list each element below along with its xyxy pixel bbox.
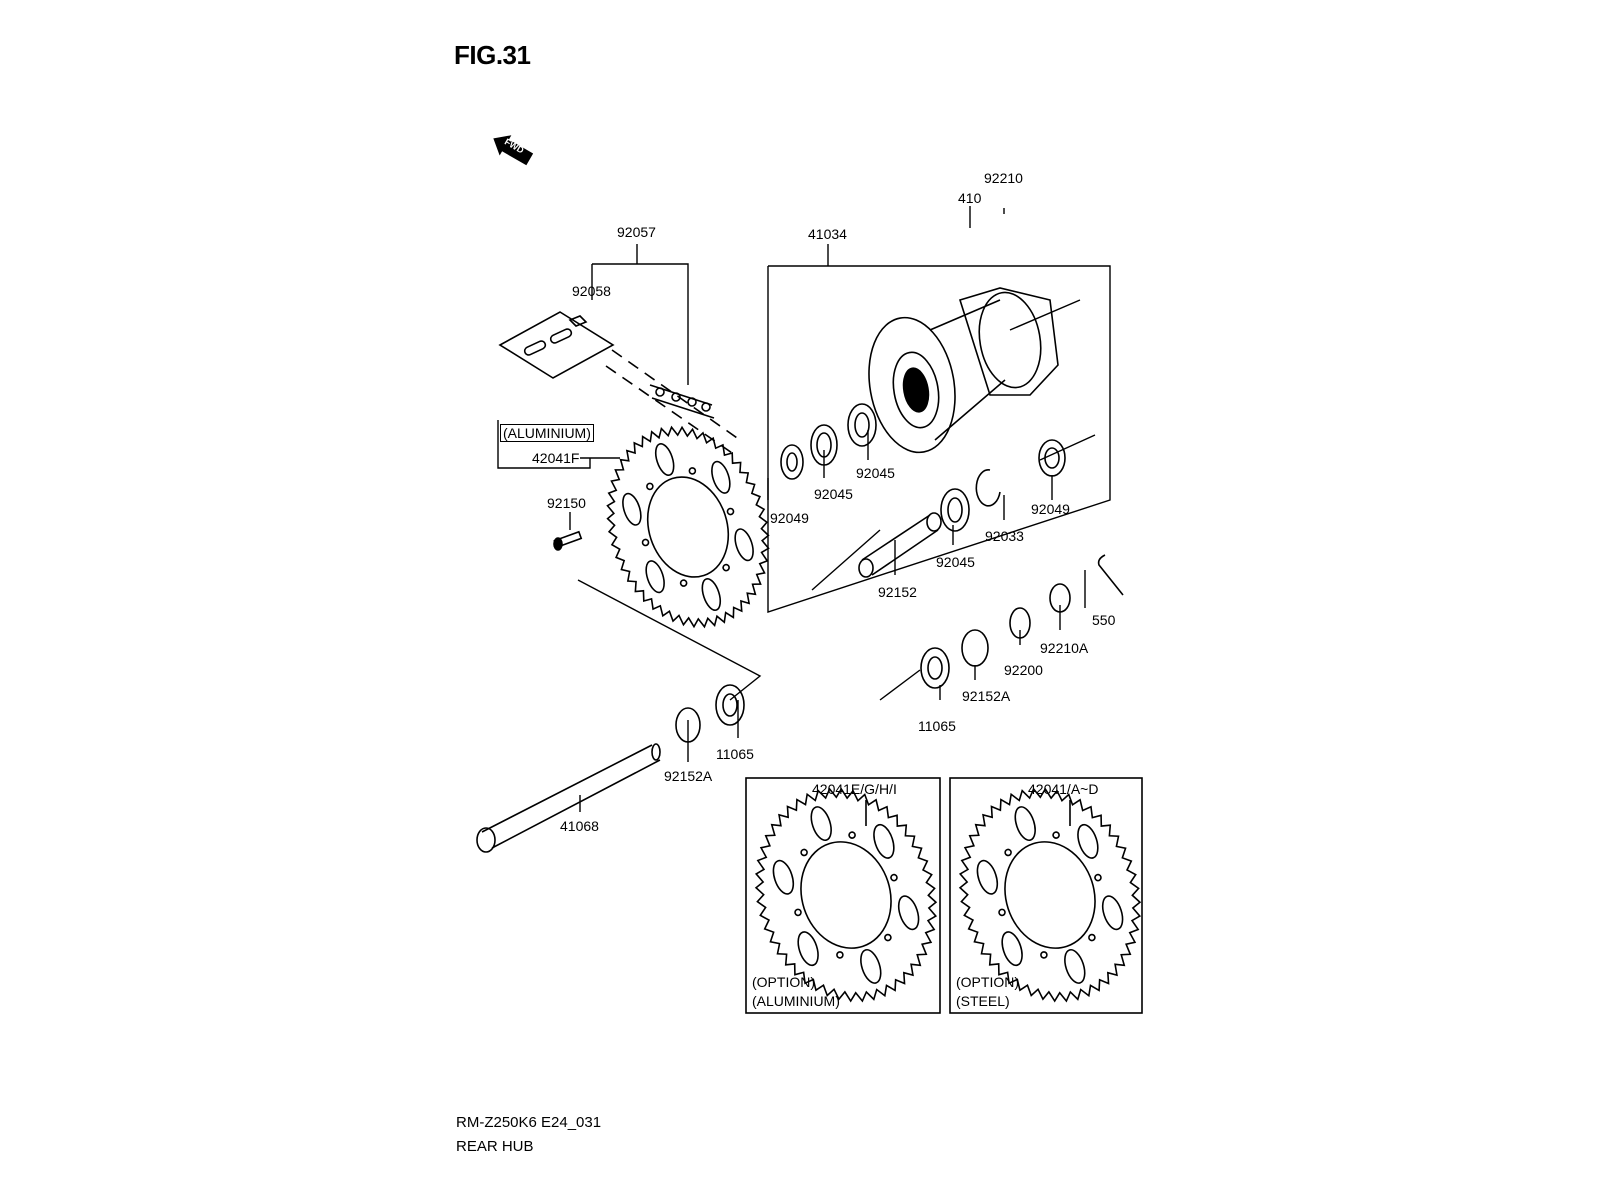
option-part-steel[interactable]: 42041/A~D: [1028, 781, 1099, 797]
part-label-92045-a[interactable]: 92045: [814, 486, 853, 502]
fwd-arrow-icon: [493, 135, 534, 166]
part-label-410[interactable]: 410: [958, 190, 982, 206]
part-label-92045-c[interactable]: 92045: [936, 554, 975, 570]
option-part-aluminium[interactable]: 42041E/G/H/I: [812, 781, 897, 797]
option-note-line2: (STEEL): [956, 993, 1010, 1009]
part-label-92210A[interactable]: 92210A: [1040, 640, 1089, 656]
aluminium-note: (ALUMINIUM): [500, 424, 594, 442]
option-box-aluminium: [745, 777, 941, 1014]
figure-title: FIG.31: [454, 40, 531, 70]
part-label-92045-b[interactable]: 92045: [856, 465, 895, 481]
part-label-92150[interactable]: 92150: [547, 495, 586, 511]
part-label-92057[interactable]: 92057: [617, 224, 656, 240]
drive-chain: [605, 349, 741, 456]
diagram-name: REAR HUB: [456, 1138, 534, 1155]
part-label-11065-left[interactable]: 11065: [716, 746, 754, 762]
part-label-92200[interactable]: 92200: [1004, 662, 1043, 678]
part-label-42041F[interactable]: 42041F: [532, 450, 580, 466]
chain-master-link-kit: [498, 311, 615, 379]
option-note-line1: (OPTION): [956, 974, 1019, 990]
rear-sprocket-42041F: [606, 425, 770, 629]
part-label-92152[interactable]: 92152: [878, 584, 917, 600]
option-box-steel: [949, 777, 1143, 1014]
diagram-code: RM-Z250K6 E24_031: [456, 1114, 602, 1131]
option-sprocket-steel: [958, 787, 1142, 1003]
part-label-41068[interactable]: 41068: [560, 818, 599, 834]
part-label-92210[interactable]: 92210: [984, 170, 1023, 186]
bearings-and-seals: [675, 403, 1124, 743]
part-label-92152A-left[interactable]: 92152A: [664, 768, 713, 784]
rear-hub: [868, 287, 1059, 454]
part-label-11065-right[interactable]: 11065: [918, 718, 956, 734]
rear-axle: [476, 743, 661, 853]
part-label-92049-left[interactable]: 92049: [770, 510, 809, 526]
part-label-92049-right[interactable]: 92049: [1031, 501, 1070, 517]
part-label-92152A-right[interactable]: 92152A: [962, 688, 1011, 704]
option-sprocket-aluminium: [754, 787, 938, 1003]
sprocket-bolt: [553, 530, 583, 551]
option-note-line1: (OPTION): [752, 974, 815, 990]
part-label-550[interactable]: 550: [1092, 612, 1116, 628]
part-label-92033[interactable]: 92033: [985, 528, 1024, 544]
option-leader-lines: [865, 800, 1071, 826]
part-label-41034[interactable]: 41034: [808, 226, 847, 242]
part-label-92058[interactable]: 92058: [572, 283, 611, 299]
option-note-line2: (ALUMINIUM): [752, 993, 840, 1009]
